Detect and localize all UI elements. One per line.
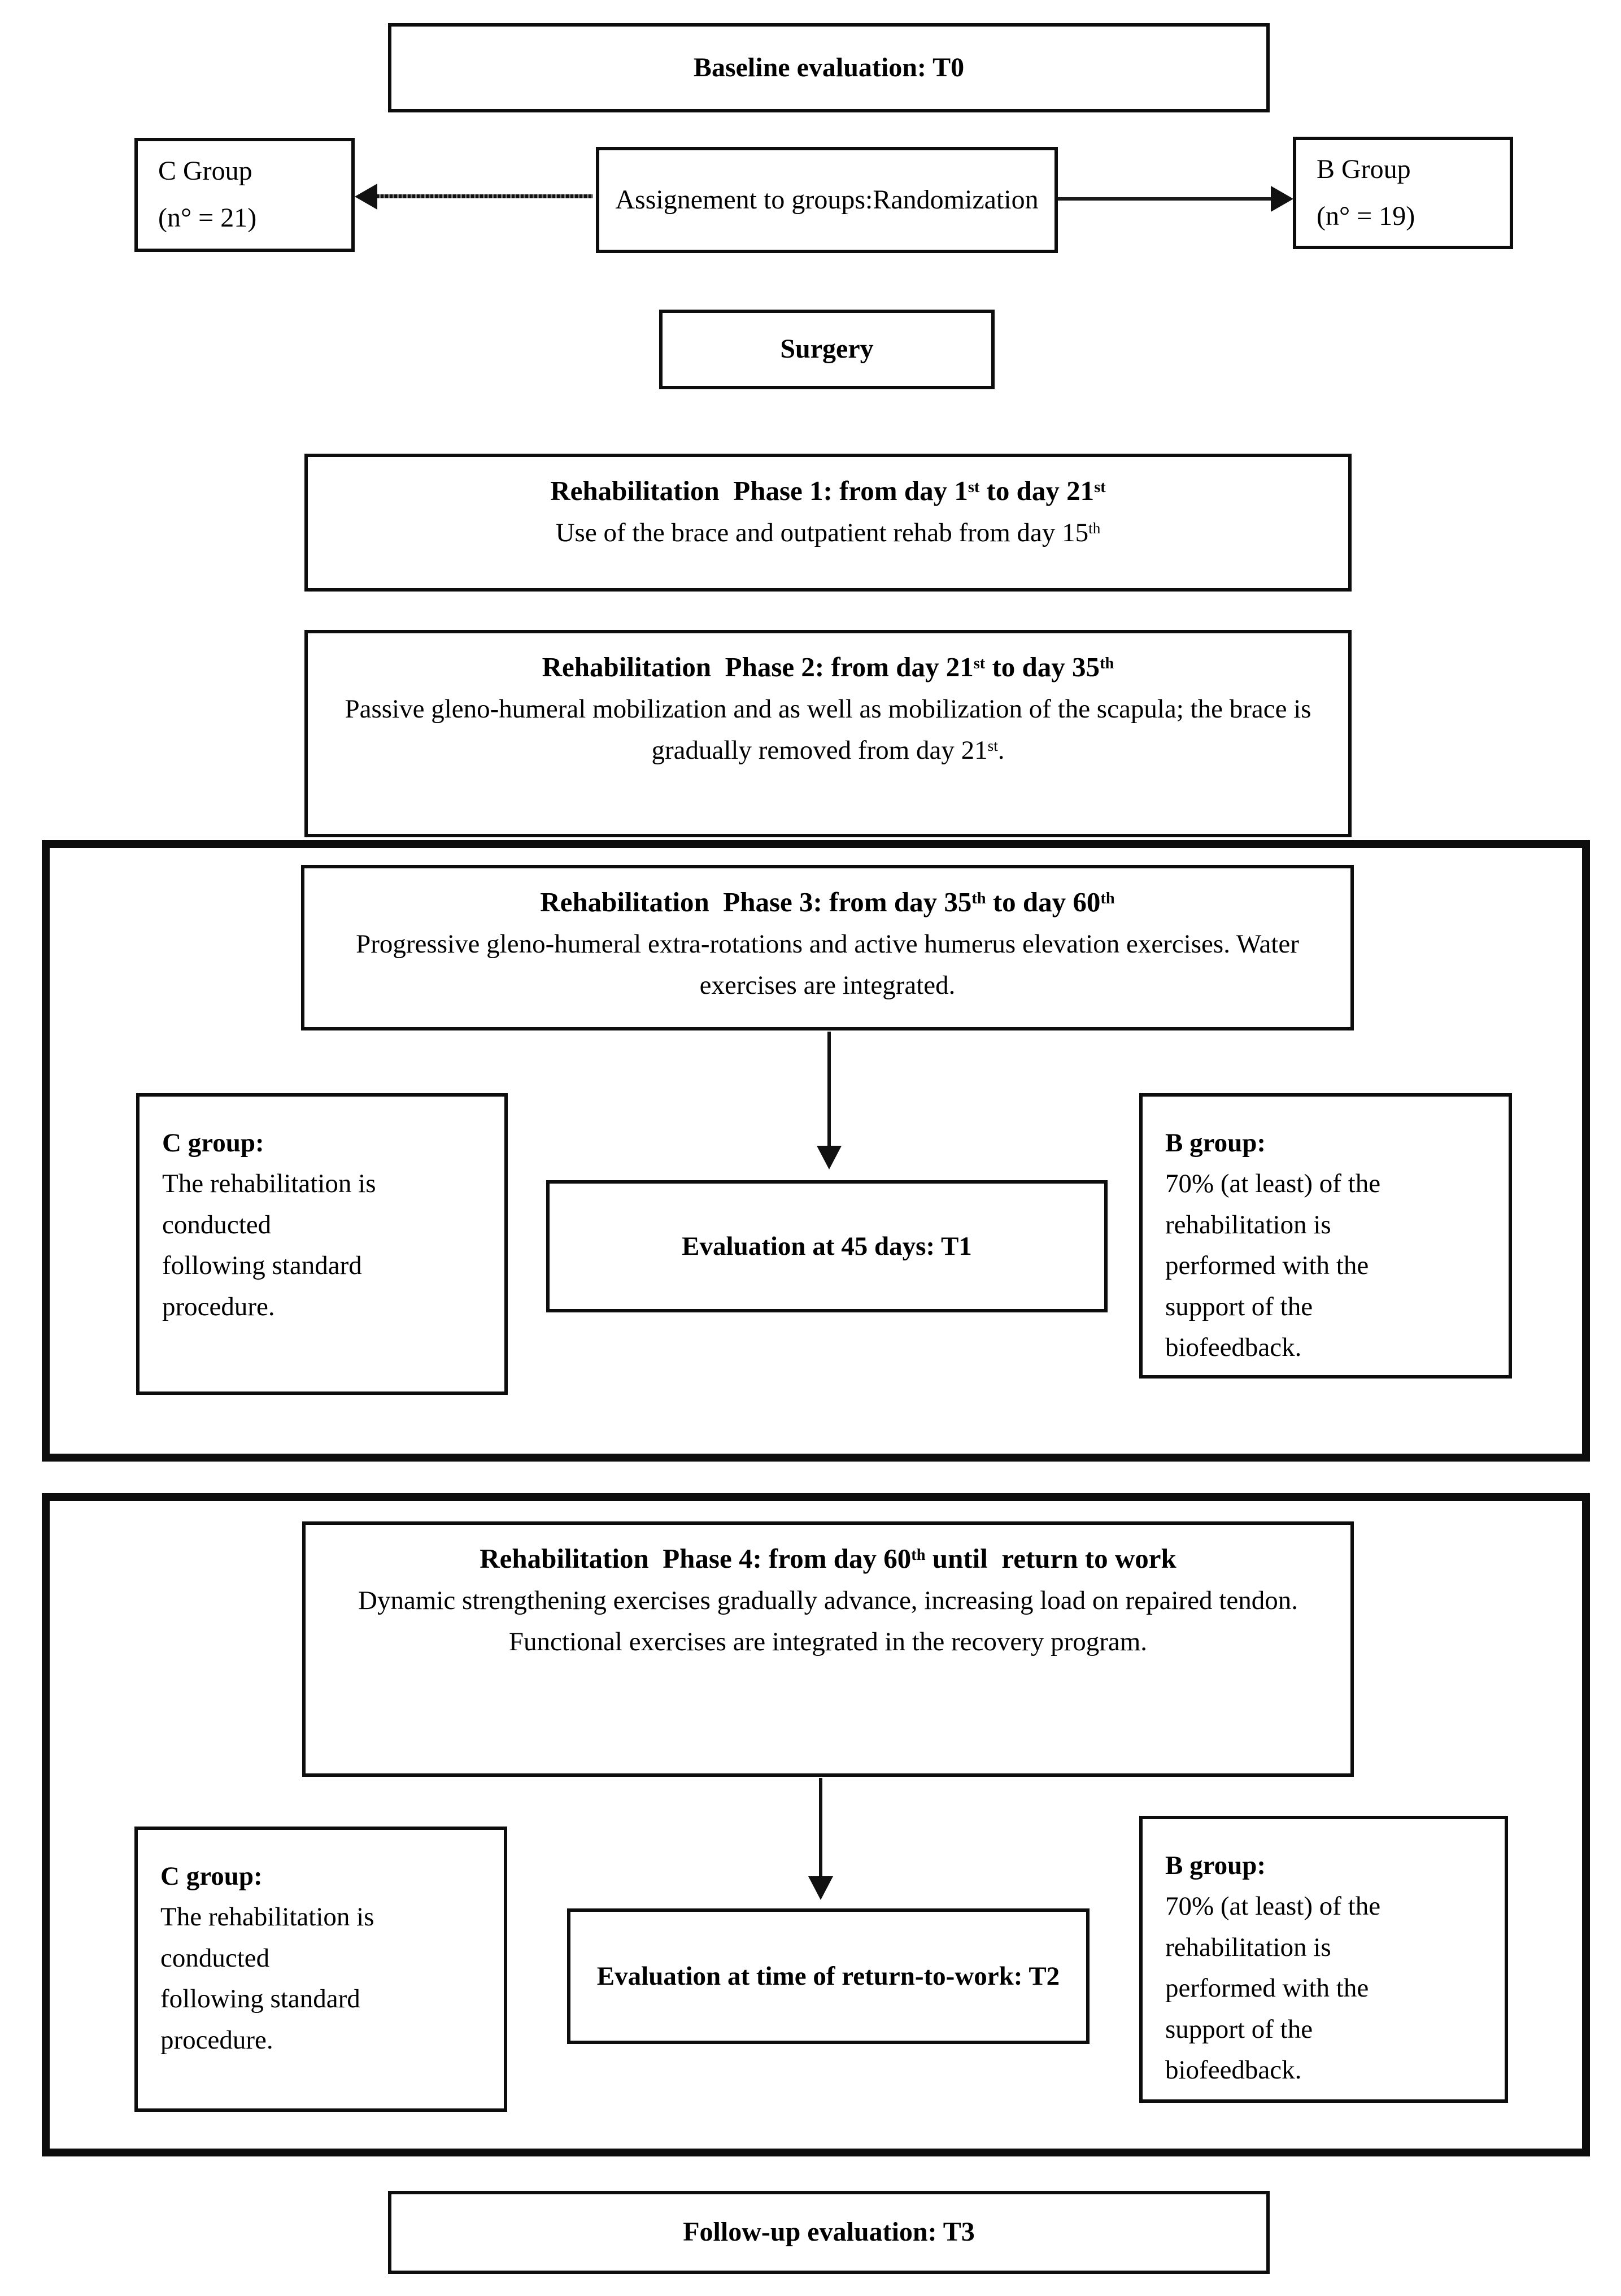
b-group-box: B Group(n° = 19): [1293, 137, 1513, 249]
phase4-b-group-heading: B group:: [1165, 1851, 1266, 1880]
phase4-description: Dynamic strengthening exercises graduall…: [358, 1585, 1298, 1656]
phase2-description: Passive gleno-humeral mobilization and a…: [345, 694, 1311, 765]
phase2-title: Rehabilitation Phase 2: from day 21st to…: [542, 651, 1114, 682]
phase1-title: Rehabilitation Phase 1: from day 1st to …: [550, 475, 1106, 506]
surgery-box: Surgery: [659, 310, 995, 389]
phase4-title: Rehabilitation Phase 4: from day 60th un…: [480, 1543, 1176, 1574]
baseline-evaluation-box: Baseline evaluation: T0: [388, 23, 1270, 112]
phase3-description: Progressive gleno-humeral extra-rotation…: [356, 929, 1299, 1000]
phase3-title: Rehabilitation Phase 3: from day 35th to…: [540, 886, 1115, 917]
phase1-description: Use of the brace and outpatient rehab fr…: [555, 518, 1101, 547]
evaluation-t2-box: Evaluation at time of return-to-work: T2: [567, 1908, 1090, 2044]
c-group-box: C Group(n° = 21): [134, 138, 355, 252]
phase3-section-frame: [42, 840, 1590, 1462]
rehab-phase1-box: Rehabilitation Phase 1: from day 1st to …: [304, 454, 1352, 592]
rehab-phase3-box: Rehabilitation Phase 3: from day 35th to…: [301, 865, 1354, 1030]
phase4-c-group-heading: C group:: [160, 1862, 263, 1891]
rehab-phase2-box: Rehabilitation Phase 2: from day 21st to…: [304, 630, 1352, 837]
phase3-b-group-heading: B group:: [1165, 1128, 1266, 1158]
phase4-section-frame: [42, 1493, 1590, 2156]
rehab-phase4-box: Rehabilitation Phase 4: from day 60th un…: [302, 1521, 1354, 1777]
phase3-c-group-heading: C group:: [162, 1128, 264, 1158]
evaluation-t1-box: Evaluation at 45 days: T1: [546, 1180, 1108, 1312]
followup-evaluation-box: Follow-up evaluation: T3: [388, 2191, 1270, 2274]
randomization-box: Assignement to groups:Randomization: [596, 147, 1058, 253]
